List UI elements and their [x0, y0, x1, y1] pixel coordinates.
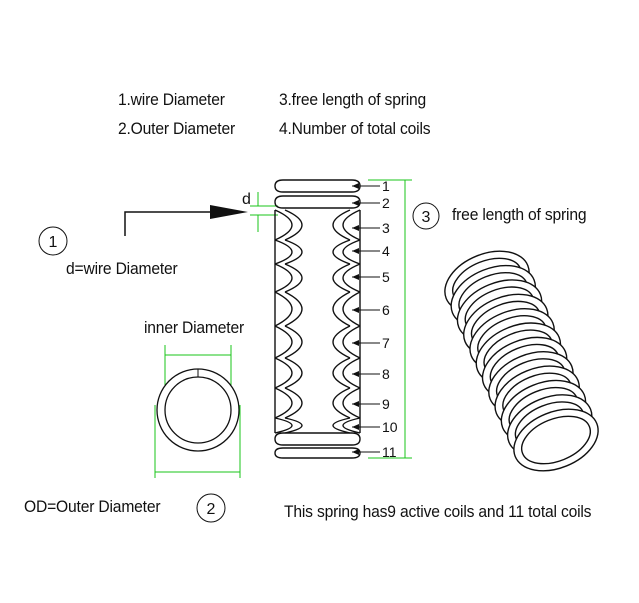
free-length-caption: free length of spring [452, 205, 587, 224]
spring-summary: This spring has9 active coils and 11 tot… [284, 502, 592, 521]
coil-number-3: 3 [382, 220, 390, 236]
spring-end-coil [274, 179, 361, 193]
spring-coil-left-inner [284, 239, 303, 265]
coil-leader-arrow [352, 200, 359, 206]
spring-end-coil [274, 447, 361, 459]
spring-coil-left-inner [284, 263, 303, 293]
coil-number-10: 10 [382, 419, 398, 435]
coil-number-6: 6 [382, 302, 390, 318]
spring-coil-left [274, 291, 293, 327]
spring-coil-left-inner [284, 291, 303, 327]
marker-circle-1: 1 [38, 226, 68, 256]
coil-leader-arrow [352, 371, 359, 377]
spring-3d-coil-inner [521, 415, 591, 465]
marker-2-label: 2 [207, 501, 216, 518]
spring-coil-right [342, 209, 361, 241]
ring-cross-section [154, 345, 241, 478]
spring-coil-right-inner [332, 291, 351, 327]
spring-coil-left [274, 387, 293, 419]
wire-dimension: d [242, 191, 278, 232]
spring-coil-left [274, 263, 293, 293]
spring-3d-illustration [444, 250, 599, 472]
coil-number-1: 1 [382, 178, 390, 194]
coil-leader-arrow [352, 307, 359, 313]
marker-circle-2: 2 [196, 493, 226, 523]
legend-item-free-length: 3.free length of spring [279, 90, 427, 109]
free-length-dimension [368, 179, 412, 459]
spring-coil-left-inner [284, 325, 303, 359]
coil-leader-arrow [352, 183, 359, 189]
spring-coil-right-inner [332, 417, 351, 434]
spring-coil-left-inner [284, 209, 303, 241]
spring-coil-left [274, 239, 293, 265]
spring-coil-left [274, 357, 293, 389]
spring-coil-right [342, 357, 361, 389]
outer-diameter-caption: OD=Outer Diameter [24, 497, 161, 516]
spring-3d-coil-outer [513, 408, 599, 472]
d-label: d [242, 191, 251, 208]
coil-number-9: 9 [382, 396, 390, 412]
wire-diameter-caption: d=wire Diameter [66, 259, 178, 278]
spring-coil-right-inner [332, 387, 351, 419]
coil-leader-arrow [352, 225, 359, 231]
coil-leader-arrow [352, 449, 359, 455]
coil-leader-arrow [352, 248, 359, 254]
coil-leader-arrow [352, 340, 359, 346]
spring-coil-left-inner [284, 357, 303, 389]
coil-number-8: 8 [382, 366, 390, 382]
legend-item-outer-diameter: 2.Outer Diameter [118, 119, 236, 138]
legend-item-total-coils: 4.Number of total coils [279, 119, 431, 138]
wire-pointer-arrow [124, 205, 248, 236]
coil-leader-arrow [352, 401, 359, 407]
spring-coil-left [274, 325, 293, 359]
spring-end-coil [274, 432, 361, 446]
spring-coil-right-inner [332, 325, 351, 359]
spring-front-view [274, 179, 361, 459]
spring-coil-right [342, 291, 361, 327]
spring-coil-right-inner [332, 239, 351, 265]
spring-coil-right-inner [332, 263, 351, 293]
spring-coil-right-inner [332, 357, 351, 389]
coil-number-7: 7 [382, 335, 390, 351]
spring-end-coil [274, 195, 361, 209]
inner-diameter-caption: inner Diameter [144, 318, 245, 337]
spring-coil-right [342, 325, 361, 359]
spring-coil-left [274, 417, 293, 434]
marker-circle-3: 3 [412, 202, 440, 230]
coil-leader-arrow [352, 424, 359, 430]
spring-coil-left-inner [284, 387, 303, 419]
spring-coil-right [342, 417, 361, 434]
spring-coil-right [342, 239, 361, 265]
coil-number-5: 5 [382, 269, 390, 285]
spring-coil-right [342, 387, 361, 419]
coil-leader-arrow [352, 274, 359, 280]
coil-number-4: 4 [382, 243, 390, 259]
spring-coil-left [274, 209, 293, 241]
legend-item-wire-diameter: 1.wire Diameter [118, 90, 225, 109]
marker-3-label: 3 [422, 209, 431, 226]
coil-number-labels: 12 3 4 5 6 7 8 9 10 11 [352, 178, 398, 460]
spring-coil-right-inner [332, 209, 351, 241]
spring-coil-left-inner [284, 417, 303, 434]
spring-coil-right [342, 263, 361, 293]
coil-number-11: 11 [382, 444, 397, 460]
coil-number-2: 2 [382, 195, 390, 211]
marker-1-label: 1 [49, 234, 58, 251]
